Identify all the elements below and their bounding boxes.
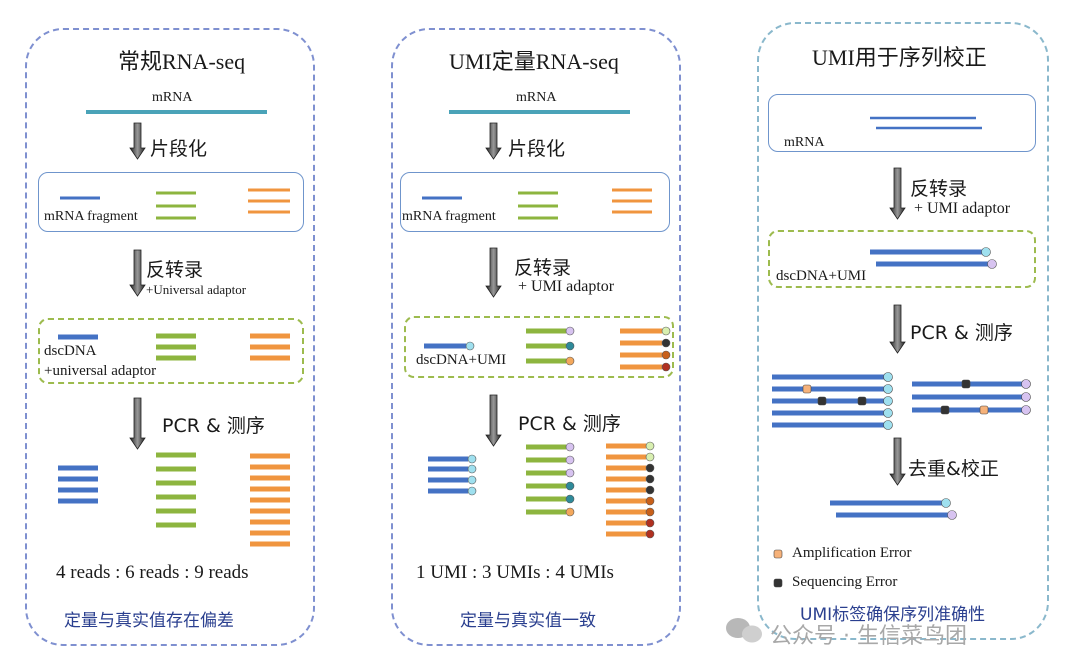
panel-1-step-rt: 反转录 xyxy=(146,259,204,281)
panel-3-legend-seq: Sequencing Error xyxy=(792,574,898,590)
panel-3-step-dedup: 去重&校正 xyxy=(908,458,999,480)
panel-3-title: UMI用于序列校正 xyxy=(812,45,987,70)
panel-2-step-rt: 反转录 xyxy=(514,257,572,279)
panel-3-step-rt: 反转录 xyxy=(910,178,968,200)
panel-3-step-pcr: PCR & 测序 xyxy=(910,322,1013,344)
panel-2-conclusion: 定量与真实值一致 xyxy=(460,611,596,631)
panel-conventional-rnaseq xyxy=(25,28,315,646)
panel-umi-quant-rnaseq xyxy=(391,28,681,646)
panel-3-conclusion: UMI标签确保序列准确性 xyxy=(800,605,986,625)
panel-1-count-text: 4 reads : 6 reads : 9 reads xyxy=(56,562,249,583)
wechat-logo-icon xyxy=(726,618,762,643)
panel-2-step-rt-sub: + UMI adaptor xyxy=(518,278,615,295)
panel-2-step-pcr: PCR & 测序 xyxy=(518,413,621,435)
panel-1-step-fragmentation: 片段化 xyxy=(150,138,208,160)
panel-2-mrna-label: mRNA xyxy=(516,90,557,105)
panel-1-adaptor-label-2: +universal adaptor xyxy=(44,363,157,379)
panel-3-adaptor-box xyxy=(768,230,1036,288)
panel-2-fragment-label: mRNA fragment xyxy=(402,209,496,224)
panel-2-adaptor-box xyxy=(404,316,674,378)
panel-3-mrna-label: mRNA xyxy=(784,135,825,150)
panel-1-conclusion: 定量与真实值存在偏差 xyxy=(64,611,234,631)
panel-2-title: UMI定量RNA-seq xyxy=(449,49,619,74)
panel-1-mrna-label: mRNA xyxy=(152,90,193,105)
panel-1-step-rt-sub: +Universal adaptor xyxy=(146,282,247,297)
panel-1-step-pcr: PCR & 测序 xyxy=(162,415,265,437)
panel-1-fragment-label: mRNA fragment xyxy=(44,209,138,224)
panel-1-title: 常规RNA-seq xyxy=(118,49,246,74)
panel-3-adaptor-label: dscDNA+UMI xyxy=(776,268,867,284)
panel-1-adaptor-box xyxy=(38,318,304,384)
watermark-text: 公众号 · 生信菜鸟团 xyxy=(770,624,967,649)
panel-1-adaptor-label-1: dscDNA xyxy=(44,343,97,359)
panel-3-step-rt-sub: + UMI adaptor xyxy=(914,200,1011,217)
panel-3-legend-amp: Amplification Error xyxy=(792,545,912,561)
panel-2-adaptor-label: dscDNA+UMI xyxy=(416,352,507,368)
panel-umi-correction xyxy=(757,22,1049,640)
panel-2-count-text: 1 UMI : 3 UMIs : 4 UMIs xyxy=(416,562,614,583)
panel-2-step-fragmentation: 片段化 xyxy=(508,138,566,160)
panel-3-mrna-box xyxy=(768,94,1036,152)
